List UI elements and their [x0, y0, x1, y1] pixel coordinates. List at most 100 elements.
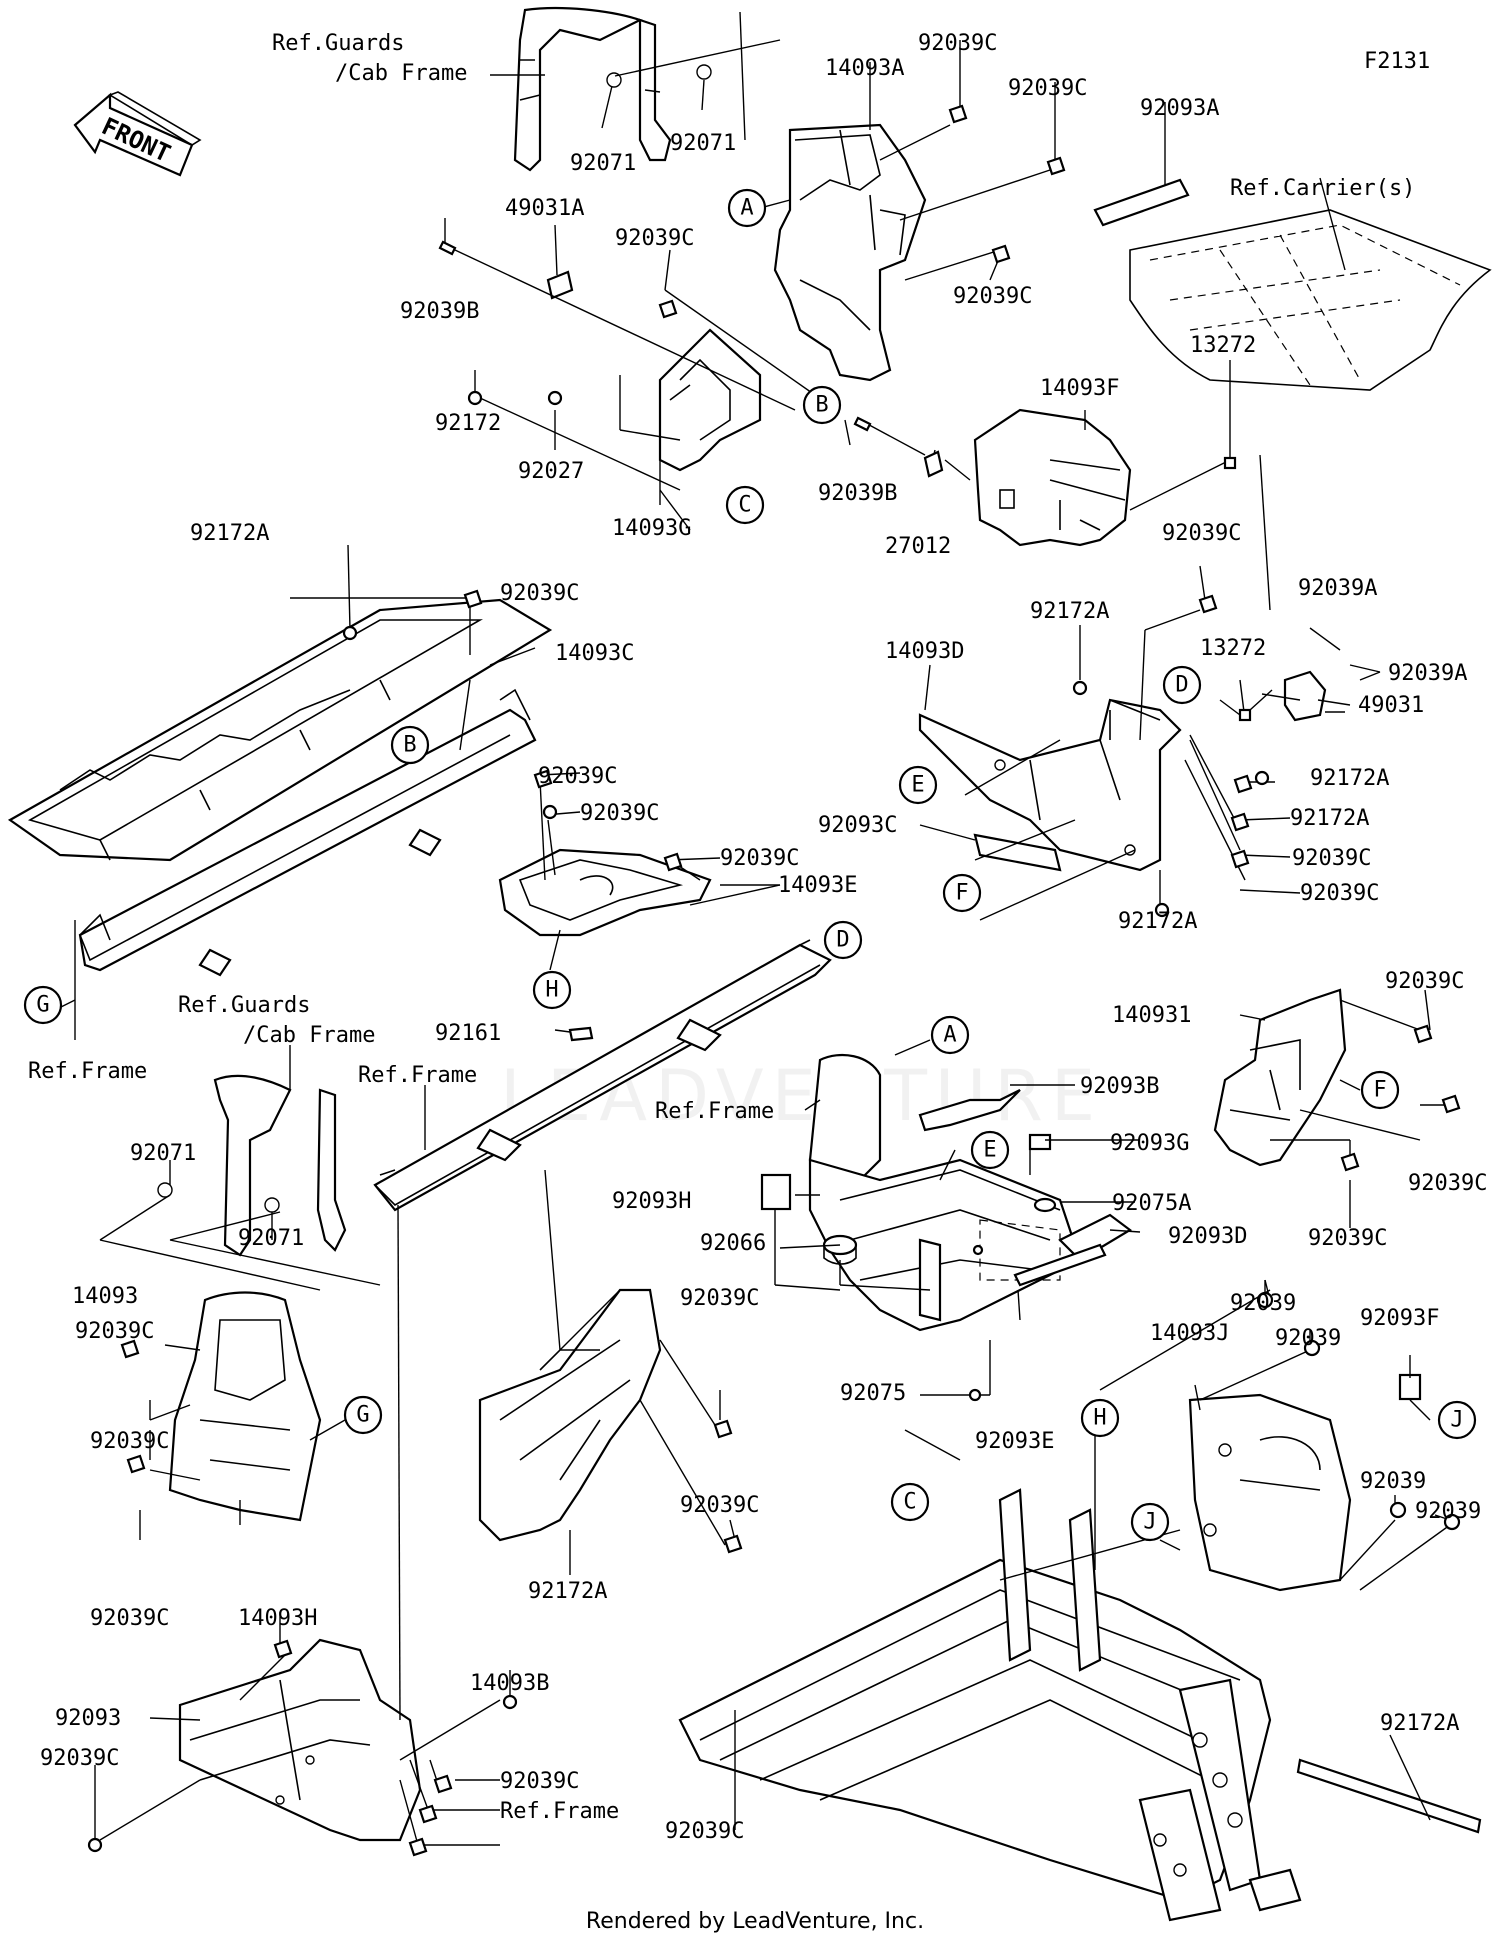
bolt-icon: [1230, 812, 1250, 832]
part-label: 92161: [435, 1021, 501, 1046]
nut-icon: [1303, 1339, 1321, 1357]
part-label: 92039C: [665, 1819, 744, 1844]
part-label: 92172A: [1290, 806, 1369, 831]
part-label: 14093: [72, 1284, 138, 1309]
part-label: 92093F: [1360, 1306, 1439, 1331]
part-label: 92039C: [90, 1429, 169, 1454]
part-label: 92039C: [953, 284, 1032, 309]
part-92093E: [1013, 1243, 1107, 1287]
part-92161: [568, 1026, 594, 1042]
callout-e: E: [983, 1138, 996, 1163]
callout-d: D: [836, 928, 849, 953]
part-label: 92039: [1275, 1326, 1341, 1351]
clip-icon: [923, 450, 944, 478]
part-label: 92172A: [528, 1579, 607, 1604]
callout-f: F: [955, 881, 968, 906]
part-label: 92093A: [1140, 96, 1219, 121]
clip-icon: [438, 240, 457, 256]
part-label: 13272: [1190, 333, 1256, 358]
part-92093B: [918, 1089, 1021, 1132]
ref-frame-beam-b: [78, 688, 537, 977]
callout-f: F: [1373, 1078, 1386, 1103]
part-label: 92039: [1415, 1499, 1481, 1524]
part-14093J: [1188, 1393, 1352, 1592]
rivet-icon: [542, 804, 558, 820]
part-label: 92039C: [580, 801, 659, 826]
callout-g: G: [36, 993, 49, 1018]
bolt-icon: [1441, 1094, 1461, 1114]
part-label: 92039C: [720, 846, 799, 871]
part-label: 92093: [55, 1706, 121, 1731]
part-label: 92039C: [615, 226, 694, 251]
part-label: 92027: [518, 459, 584, 484]
bolt-icon: [120, 1339, 140, 1359]
part-label: 92172A: [190, 521, 269, 546]
part-label: 92039A: [1388, 661, 1467, 686]
part-label: 92039C: [90, 1606, 169, 1631]
part-label: 92039: [1360, 1469, 1426, 1494]
cab-frame-guard-lower: [157, 1074, 347, 1257]
part-label: 14093D: [885, 639, 964, 664]
part-92093A: [1093, 178, 1190, 227]
part-label: 92039C: [75, 1319, 154, 1344]
cab-frame-guard-upper: [513, 6, 712, 172]
nut-icon: [1389, 1501, 1407, 1519]
part-label: 92039C: [500, 1769, 579, 1794]
part-label: 92039C: [1408, 1171, 1487, 1196]
part-label: 27012: [885, 534, 951, 559]
bolt-icon: [723, 1534, 743, 1554]
part-label: 92039C: [40, 1746, 119, 1771]
part-92093F: [1398, 1373, 1422, 1401]
screw-icon: [968, 1388, 982, 1402]
part-label: 92172A: [1310, 766, 1389, 791]
part-label: 92039C: [1162, 521, 1241, 546]
part-labels: Ref.Guards /Cab Frame 92071 92071 14093A…: [28, 31, 1487, 1844]
part-label: 92093C: [818, 813, 897, 838]
callout-b: B: [815, 393, 828, 418]
clip-icon: [853, 416, 872, 432]
part-14093: [168, 1291, 322, 1522]
front-arrow-icon: FRONT: [73, 91, 202, 177]
part-label: 92039C: [1292, 846, 1371, 871]
part-label: 92093B: [1080, 1074, 1159, 1099]
fastener-icons: [87, 104, 1461, 1857]
bolt-icon: [991, 244, 1011, 264]
part-label: 92039C: [1308, 1226, 1387, 1251]
nut-icon: [1256, 1291, 1274, 1309]
bolt-icon: [1230, 849, 1250, 869]
part-label: 92093H: [612, 1189, 691, 1214]
part-label: 92039: [1230, 1291, 1296, 1316]
washer-icon: [547, 390, 563, 406]
part-92093H: [760, 1173, 792, 1211]
ref-frame-beam-d: [373, 939, 832, 1212]
part-label: 92039C: [680, 1286, 759, 1311]
bolt-icon: [408, 1837, 428, 1857]
bolt-icon: [126, 1454, 146, 1474]
part-label: /Cab Frame: [335, 61, 467, 86]
callout-j: J: [1143, 1510, 1156, 1535]
bolt-icon: [273, 1639, 293, 1659]
part-label: Ref.Frame: [28, 1059, 147, 1084]
bolt-icon: [658, 299, 678, 319]
part-label: 92172A: [1380, 1711, 1459, 1736]
part-label: 92075: [840, 1381, 906, 1406]
rivet-icon: [342, 625, 358, 641]
callout-j: J: [1450, 1408, 1463, 1433]
part-label: 92071: [238, 1226, 304, 1251]
bolt-icon: [663, 852, 683, 872]
part-label: 13272: [1200, 636, 1266, 661]
callout-d: D: [1175, 673, 1188, 698]
part-92093G: [1028, 1133, 1052, 1151]
part-label: Ref.Guards: [178, 993, 310, 1018]
part-49031A: [546, 270, 574, 300]
part-label: Ref.Frame: [655, 1099, 774, 1124]
part-label: 92071: [570, 151, 636, 176]
part-label: 92039C: [1300, 881, 1379, 906]
part-label: 92093G: [1110, 1131, 1189, 1156]
bolt-icon: [418, 1804, 438, 1824]
part-14093E: [498, 848, 712, 937]
part-label: 14093J: [1150, 1321, 1229, 1346]
callout-c: C: [903, 1490, 916, 1515]
